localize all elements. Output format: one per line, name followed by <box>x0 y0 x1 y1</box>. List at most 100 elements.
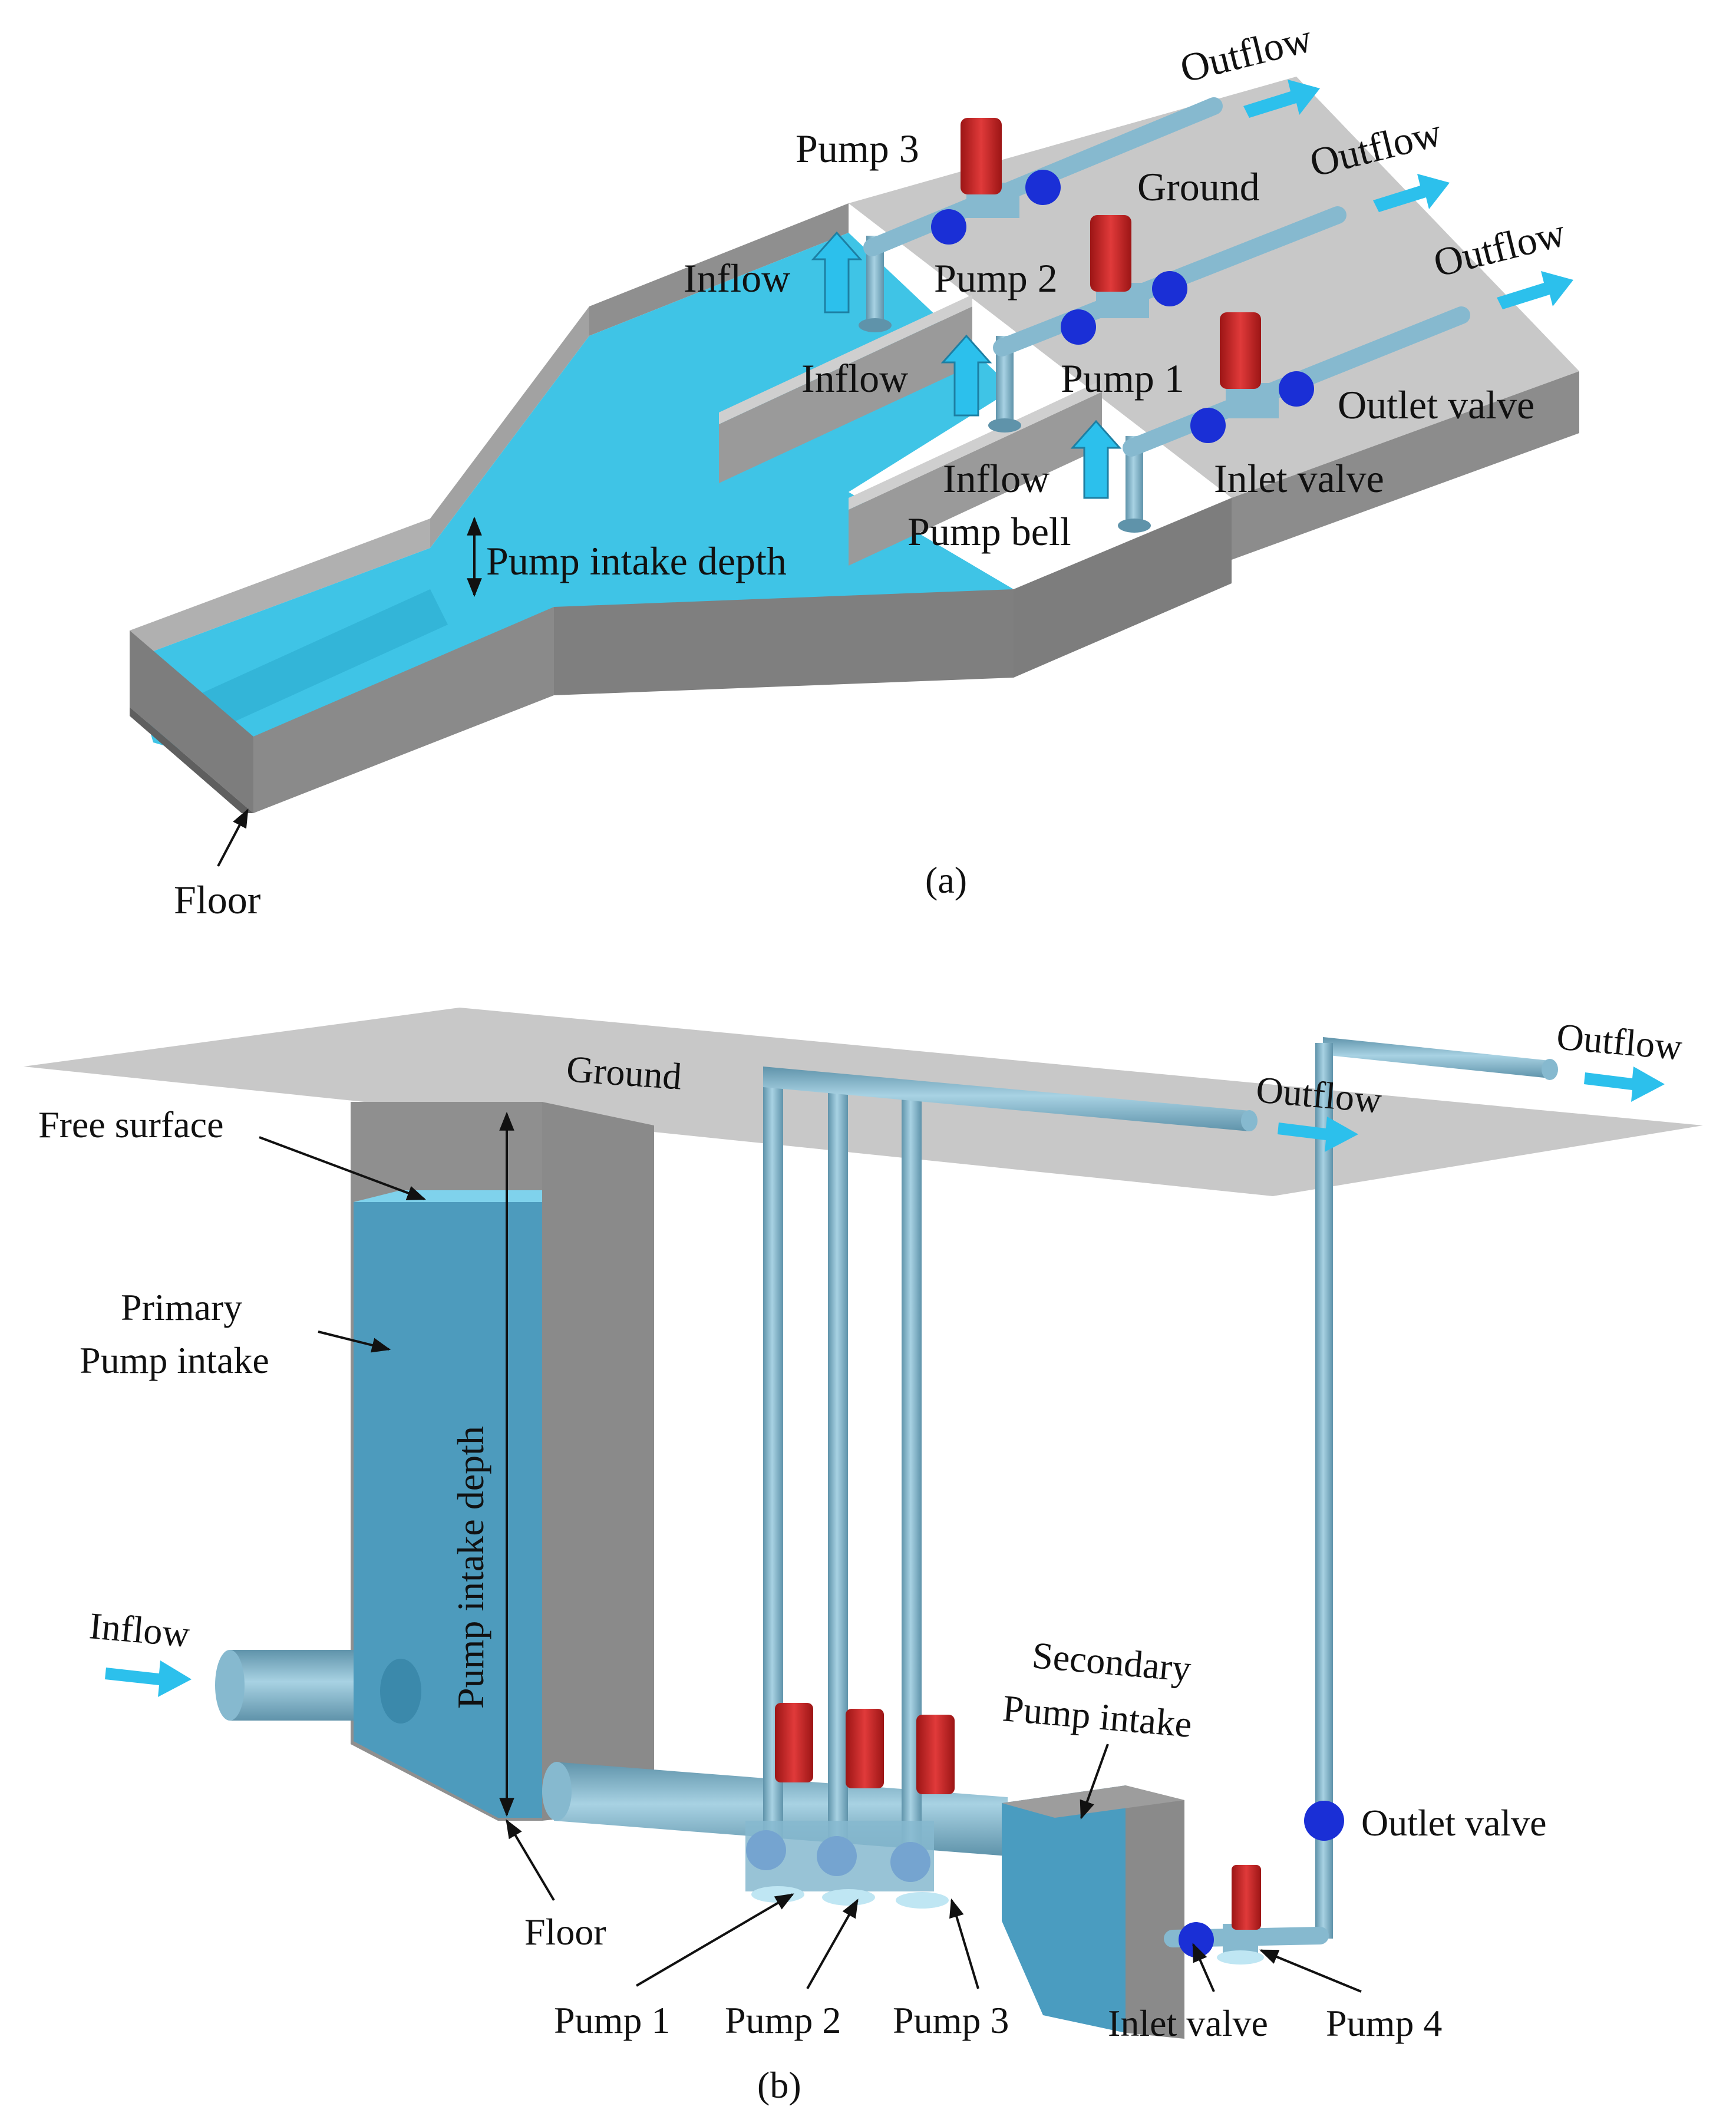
pump2-outlet-valve <box>1152 271 1187 306</box>
pump3-bell <box>859 318 892 332</box>
pump2-motor-b <box>846 1709 884 1788</box>
inflow-pipe-end <box>215 1650 245 1721</box>
label-inlet-valve-a: Inlet valve <box>1214 456 1384 501</box>
label-ground-a: Ground <box>1137 164 1260 209</box>
pump2-motor <box>1090 215 1131 292</box>
pump4-discharge-end <box>1542 1059 1558 1080</box>
label-ground-b: Ground <box>565 1048 683 1097</box>
label-free-surface-b: Free surface <box>38 1104 223 1145</box>
pump3-outlet-valve <box>1025 170 1061 205</box>
pump4-leader-b <box>1259 1949 1362 1993</box>
floor-leader-a <box>217 808 249 867</box>
pump2-bell <box>988 418 1021 432</box>
label-pump2-a: Pump 2 <box>934 256 1058 301</box>
outflow-arrow-b1 <box>1278 1117 1358 1152</box>
ground-slab-side-a <box>1232 371 1579 560</box>
label-pump1-b: Pump 1 <box>554 1999 670 2041</box>
label-pump-intake-depth-b: Pump intake depth <box>450 1426 491 1709</box>
label-inflow-b: Inflow <box>88 1604 192 1655</box>
label-pump3-b: Pump 3 <box>893 1999 1009 2041</box>
inflow-arrow-1 <box>811 231 863 313</box>
pump3-leader-b <box>949 1898 979 1989</box>
bay-divider-1-top <box>719 295 972 424</box>
label-outlet-valve-a: Outlet valve <box>1338 382 1534 427</box>
pump4-discharge-pipe <box>1323 1037 1550 1078</box>
outflow-arrow-a1 <box>1243 80 1320 118</box>
primary-intake-leader <box>318 1330 391 1353</box>
floor-leader-b <box>506 1819 555 1901</box>
pump4-outlet-valve-b <box>1304 1801 1344 1841</box>
intake-water-inner <box>171 589 448 742</box>
pump2-leader-b <box>806 1899 859 1989</box>
bay-divider-2 <box>849 392 1102 566</box>
free-surface-b <box>354 1190 542 1202</box>
inflow-arrow-b <box>105 1660 192 1697</box>
label-inflow-a3: Inflow <box>943 456 1049 501</box>
caption-a: (a) <box>925 859 967 901</box>
pump1-motor <box>1220 312 1261 389</box>
channel-left-wall-back <box>430 306 589 548</box>
pump2-bell-b <box>822 1889 875 1906</box>
pump1-leader-b <box>635 1893 794 1987</box>
primary-intake-opening <box>380 1659 421 1724</box>
inflow-pipe <box>230 1650 354 1721</box>
secondary-intake-front <box>1002 1785 1126 2033</box>
pump1-outlet-valve <box>1279 371 1314 407</box>
free-surface-leader <box>259 1136 426 1200</box>
channel-front-wall-mid <box>554 589 1014 695</box>
channel-front-wall-left <box>130 630 253 813</box>
inflow-arrow-3 <box>1070 420 1122 499</box>
pump4-riser-top <box>1315 1043 1333 1131</box>
pump1-motor-b <box>775 1703 813 1782</box>
pump1-bell-b <box>751 1886 804 1903</box>
label-pump-intake-depth-a: Pump intake depth <box>486 539 787 583</box>
label-inflow-a1: Inflow <box>684 256 790 301</box>
label-primary-line1: Primary <box>121 1286 242 1328</box>
inflow-arrow-2 <box>940 334 992 417</box>
pump3-bell-b <box>896 1892 949 1909</box>
label-outlet-valve-b: Outlet valve <box>1361 1802 1547 1844</box>
ground-slab-front-a <box>1014 498 1232 678</box>
panel-b: Ground Outflow Outflow Free surface Prim… <box>24 1008 1703 2106</box>
label-pump2-b: Pump 2 <box>725 1999 841 2041</box>
channel-front-wall <box>253 607 554 813</box>
label-primary-line2: Pump intake <box>80 1339 269 1381</box>
pump4-motor-b <box>1232 1865 1261 1930</box>
pump2-riser-b <box>828 1087 848 1853</box>
primary-intake-side <box>542 1102 654 1821</box>
pump3-motor-b <box>916 1715 955 1794</box>
label-pump4-b: Pump 4 <box>1326 2002 1442 2044</box>
secondary-intake-side <box>1126 1785 1184 2039</box>
channel-upstream-wall <box>130 519 430 660</box>
label-floor-a: Floor <box>174 877 261 922</box>
channel-front-edge <box>130 707 253 813</box>
header-pipe-end <box>1241 1110 1258 1131</box>
pump1-bell <box>1118 519 1151 533</box>
panel-a: Outflow Outflow Outflow Pump 3 Ground In… <box>130 15 1579 922</box>
label-pump3-a: Pump 3 <box>796 126 919 171</box>
label-secondary-line1: Secondary <box>1031 1634 1193 1689</box>
channel-back-wall <box>589 203 849 336</box>
label-pump1-a: Pump 1 <box>1061 356 1184 401</box>
primary-intake-water <box>354 1196 542 1818</box>
label-outflow-b2: Outflow <box>1555 1015 1684 1068</box>
pump3-motor <box>961 118 1002 194</box>
bay-divider-2-top <box>849 380 1102 510</box>
label-secondary-line2: Pump intake <box>1001 1687 1194 1745</box>
pump3-inlet-valve <box>931 209 966 245</box>
outflow-arrow-b2 <box>1584 1067 1665 1102</box>
ground-plane-b <box>24 1008 1703 1196</box>
manifold-pipe-end <box>542 1762 572 1821</box>
label-floor-b: Floor <box>524 1911 606 1953</box>
outflow-arrow-a3 <box>1497 271 1573 309</box>
caption-b: (b) <box>757 2064 801 2106</box>
label-inflow-a2: Inflow <box>801 356 908 401</box>
label-inlet-valve-b: Inlet valve <box>1108 2002 1268 2044</box>
header-pipe-b <box>763 1067 1249 1131</box>
pump1-inlet-valve <box>1190 408 1226 443</box>
pump-base-b <box>745 1821 934 1891</box>
outflow-arrow-a2 <box>1373 174 1450 212</box>
pump4-bell-b <box>1217 1950 1264 1965</box>
pump4-riser-b <box>1315 1043 1333 1939</box>
